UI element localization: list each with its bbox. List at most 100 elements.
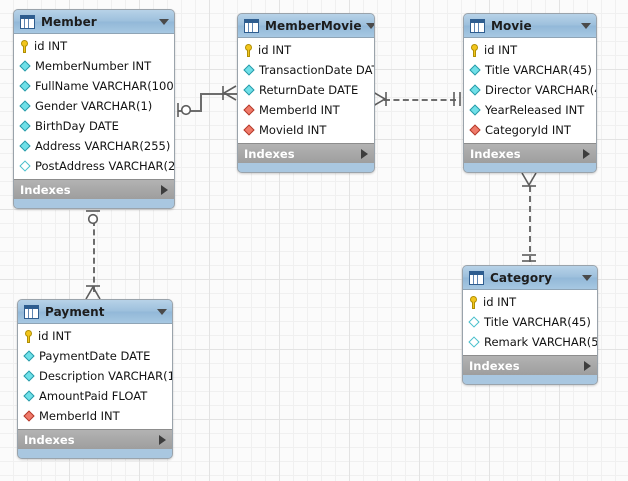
- column-label: MemberId INT: [259, 103, 340, 117]
- column-label: PostAddress VARCHAR(255): [35, 159, 175, 173]
- column-label: id INT: [34, 39, 68, 53]
- table-icon: [244, 18, 259, 33]
- cyan-diamond-icon: [19, 79, 32, 93]
- table-row[interactable]: Title VARCHAR(45): [463, 312, 597, 332]
- table-header[interactable]: Member: [14, 10, 174, 34]
- table-row[interactable]: FullName VARCHAR(100): [14, 76, 174, 96]
- chevron-down-icon[interactable]: [581, 22, 591, 29]
- table-title: MemberMovie: [265, 18, 362, 33]
- table-row[interactable]: Description VARCHAR(100): [18, 366, 172, 386]
- chevron-down-icon[interactable]: [365, 22, 374, 29]
- cyan-diamond-icon: [19, 99, 32, 113]
- table-row[interactable]: TransactionDate DATE: [238, 60, 374, 80]
- column-label: Director VARCHAR(45): [485, 83, 596, 97]
- cyan-diamond-icon: [19, 119, 32, 133]
- table-icon: [470, 18, 485, 33]
- table-title: Payment: [45, 304, 105, 319]
- key-icon: [19, 39, 31, 53]
- table-row[interactable]: BirthDay DATE: [14, 116, 174, 136]
- table-footer: [463, 375, 597, 384]
- triangle-right-icon[interactable]: [361, 148, 368, 159]
- cardinality-zero-or-many-marker: [521, 172, 537, 187]
- table-row[interactable]: Remark VARCHAR(500): [463, 332, 597, 352]
- column-label: CategoryId INT: [485, 123, 571, 137]
- entity-table-member[interactable]: Member id INT MemberNumber INT FullName …: [13, 9, 175, 209]
- column-label: Gender VARCHAR(1): [35, 99, 153, 113]
- table-row[interactable]: Director VARCHAR(45): [464, 80, 596, 100]
- table-row[interactable]: MemberId INT: [238, 100, 374, 120]
- red-diamond-icon: [23, 409, 36, 423]
- table-row[interactable]: CategoryId INT: [464, 120, 596, 140]
- table-row[interactable]: YearReleased INT: [464, 100, 596, 120]
- table-title: Member: [41, 14, 97, 29]
- table-header[interactable]: Payment: [18, 300, 172, 324]
- table-footer: [14, 199, 174, 208]
- column-label: MovieId INT: [259, 123, 327, 137]
- indexes-label: Indexes: [20, 182, 71, 197]
- indexes-bar[interactable]: Indexes: [18, 429, 172, 449]
- indexes-label: Indexes: [469, 358, 520, 373]
- table-row[interactable]: id INT: [18, 326, 172, 346]
- cardinality-zero-or-one-marker: [86, 210, 100, 225]
- indexes-bar[interactable]: Indexes: [14, 179, 174, 199]
- column-label: Title VARCHAR(45): [485, 63, 592, 77]
- column-label: MemberNumber INT: [35, 59, 152, 73]
- chevron-down-icon[interactable]: [582, 274, 592, 281]
- table-title: Movie: [491, 18, 532, 33]
- cardinality-zero-or-many-marker: [372, 91, 387, 107]
- column-label: Description VARCHAR(100): [39, 369, 173, 383]
- table-row[interactable]: id INT: [464, 40, 596, 60]
- indexes-bar[interactable]: Indexes: [464, 143, 596, 163]
- triangle-right-icon[interactable]: [159, 434, 166, 445]
- column-label: id INT: [483, 295, 517, 309]
- cardinality-one-and-only-one-marker: [453, 92, 461, 106]
- entity-table-payment[interactable]: Payment id INT PaymentDate DATE Descript…: [17, 299, 173, 459]
- cardinality-one-and-only-one-marker: [522, 254, 536, 262]
- table-row[interactable]: PostAddress VARCHAR(255): [14, 156, 174, 176]
- column-label: id INT: [38, 329, 72, 343]
- red-diamond-icon: [243, 103, 256, 117]
- table-row[interactable]: ReturnDate DATE: [238, 80, 374, 100]
- column-list: id INT MemberNumber INT FullName VARCHAR…: [14, 34, 174, 179]
- table-header[interactable]: Movie: [464, 14, 596, 38]
- indexes-bar[interactable]: Indexes: [238, 143, 374, 163]
- triangle-right-icon[interactable]: [584, 360, 591, 371]
- column-list: id INT Title VARCHAR(45) Remark VARCHAR(…: [463, 290, 597, 355]
- cyan-diamond-icon: [469, 63, 482, 77]
- key-icon: [468, 295, 480, 309]
- table-row[interactable]: MovieId INT: [238, 120, 374, 140]
- hollow-diamond-icon: [468, 335, 481, 349]
- cardinality-zero-or-one-marker: [177, 103, 192, 117]
- column-label: FullName VARCHAR(100): [35, 79, 175, 93]
- table-row[interactable]: PaymentDate DATE: [18, 346, 172, 366]
- table-row[interactable]: MemberNumber INT: [14, 56, 174, 76]
- indexes-label: Indexes: [24, 432, 75, 447]
- cyan-diamond-icon: [19, 59, 32, 73]
- table-row[interactable]: AmountPaid FLOAT: [18, 386, 172, 406]
- column-label: YearReleased INT: [485, 103, 585, 117]
- table-header[interactable]: MemberMovie: [238, 14, 374, 38]
- entity-table-membermovie[interactable]: MemberMovie id INT TransactionDate DATE …: [237, 13, 375, 173]
- table-icon: [469, 270, 484, 285]
- column-label: Title VARCHAR(45): [484, 315, 591, 329]
- table-row[interactable]: Title VARCHAR(45): [464, 60, 596, 80]
- table-row[interactable]: MemberId INT: [18, 406, 172, 426]
- triangle-right-icon[interactable]: [583, 148, 590, 159]
- table-row[interactable]: id INT: [14, 36, 174, 56]
- cyan-diamond-icon: [19, 139, 32, 153]
- chevron-down-icon[interactable]: [157, 308, 167, 315]
- column-list: id INT Title VARCHAR(45) Director VARCHA…: [464, 38, 596, 143]
- table-row[interactable]: Address VARCHAR(255): [14, 136, 174, 156]
- table-row[interactable]: Gender VARCHAR(1): [14, 96, 174, 116]
- cyan-diamond-icon: [23, 349, 36, 363]
- chevron-down-icon[interactable]: [159, 18, 169, 25]
- table-header[interactable]: Category: [463, 266, 597, 290]
- table-row[interactable]: id INT: [463, 292, 597, 312]
- indexes-bar[interactable]: Indexes: [463, 355, 597, 375]
- entity-table-category[interactable]: Category id INT Title VARCHAR(45) Remark…: [462, 265, 598, 385]
- table-row[interactable]: id INT: [238, 40, 374, 60]
- key-icon: [243, 43, 255, 57]
- entity-table-movie[interactable]: Movie id INT Title VARCHAR(45) Director …: [463, 13, 597, 173]
- triangle-right-icon[interactable]: [161, 184, 168, 195]
- column-label: AmountPaid FLOAT: [39, 389, 148, 403]
